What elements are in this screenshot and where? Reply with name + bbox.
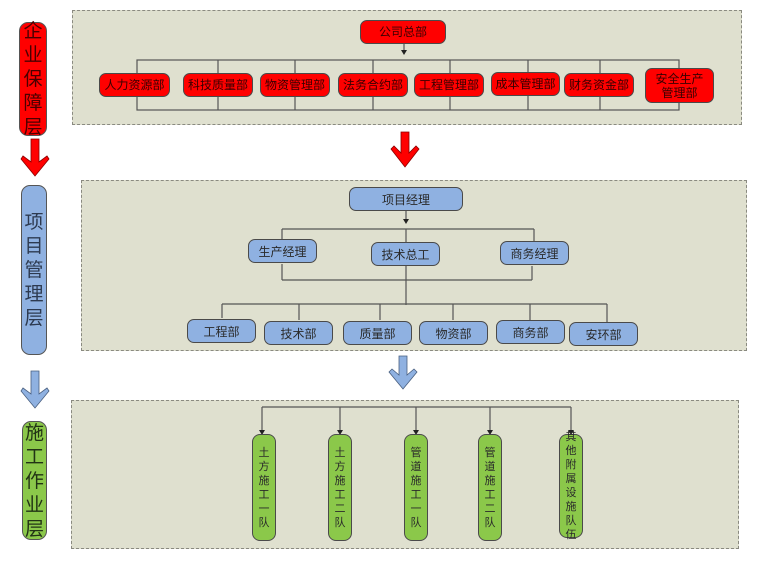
team-label-char: 队 [565, 514, 577, 527]
blue-down-arrow-icon [20, 370, 50, 409]
team-label-char: 土 [258, 445, 270, 459]
team-label-char: 队 [410, 515, 422, 529]
layer-label-project: 项目管理层 [21, 185, 47, 355]
team-label-char: 其 [565, 430, 577, 443]
node-project-dept: 物资部 [419, 321, 488, 345]
layer-label-construction: 施工作业层 [22, 421, 47, 540]
node-enterprise-dept: 人力资源部 [99, 73, 170, 97]
team-label-char: 二 [484, 501, 496, 515]
node-construction-team: 管道施工二队 [478, 434, 502, 541]
team-label-char: 一 [258, 501, 270, 515]
layer-label-char: 业 [24, 493, 44, 516]
node-construction-team: 管道施工一队 [404, 434, 428, 541]
team-label-char: 方 [258, 459, 270, 473]
team-label-char: 管 [484, 445, 496, 459]
team-label-char: 队 [258, 515, 270, 529]
team-label-char: 一 [410, 501, 422, 515]
team-label-char: 施 [410, 473, 422, 487]
red-down-arrow-icon [20, 138, 50, 177]
team-label-char: 他 [565, 444, 577, 457]
layer-label-char: 目 [24, 235, 44, 257]
layer-label-enterprise: 企业保障层 [19, 20, 47, 138]
team-label-char: 施 [484, 473, 496, 487]
team-label-char: 二 [334, 501, 346, 515]
node-enterprise-dept: 工程管理部 [414, 73, 484, 97]
team-label-char: 伍 [565, 528, 577, 541]
layer-label-char: 层 [23, 116, 43, 138]
team-label-char: 工 [334, 487, 346, 501]
layer-label-char: 业 [23, 44, 43, 66]
team-label-char: 附 [565, 458, 577, 471]
node-manager: 生产经理 [248, 239, 317, 263]
node-enterprise-dept: 成本管理部 [491, 72, 560, 96]
node-project-dept: 技术部 [264, 321, 333, 345]
node-company-hq: 公司总部 [360, 20, 446, 44]
node-manager: 商务经理 [500, 241, 569, 265]
red-down-arrow-icon [390, 131, 420, 168]
node-construction-team: 土方施工二队 [328, 434, 352, 541]
node-project-dept: 质量部 [343, 321, 412, 345]
node-project-dept: 工程部 [187, 319, 256, 343]
team-label-char: 队 [484, 515, 496, 529]
team-label-char: 设 [565, 486, 577, 499]
node-manager: 技术总工 [371, 242, 440, 266]
layer-label-char: 工 [24, 445, 44, 468]
team-label-char: 道 [484, 459, 496, 473]
team-label-char: 队 [334, 515, 346, 529]
layer-label-char: 作 [24, 469, 44, 492]
team-label-char: 施 [565, 500, 577, 513]
node-construction-team: 其他附属设施队伍 [559, 430, 583, 541]
layer-label-char: 施 [24, 421, 44, 444]
layer-label-char: 企 [23, 20, 43, 42]
layer-label-char: 管 [24, 259, 44, 281]
team-label-char: 土 [334, 445, 346, 459]
node-enterprise-dept: 物资管理部 [260, 73, 330, 97]
team-label-char: 方 [334, 459, 346, 473]
layer-label-char: 层 [24, 517, 44, 540]
team-label-char: 工 [410, 487, 422, 501]
layer-label-char: 理 [24, 283, 44, 305]
node-enterprise-dept: 科技质量部 [183, 73, 253, 97]
node-enterprise-dept: 财务资金部 [564, 73, 634, 97]
node-project-dept: 安环部 [569, 322, 638, 346]
team-label-char: 工 [258, 487, 270, 501]
node-enterprise-dept: 安全生产管理部 [645, 68, 714, 103]
layer-label-char: 保 [23, 68, 43, 90]
team-label-char: 管 [410, 445, 422, 459]
team-label-char: 属 [565, 472, 577, 485]
layer-label-char: 项 [24, 211, 44, 233]
blue-down-arrow-icon [388, 355, 418, 390]
layer-label-char: 障 [23, 92, 43, 114]
team-label-char: 施 [334, 473, 346, 487]
layer-label-char: 层 [24, 307, 44, 329]
team-label-char: 工 [484, 487, 496, 501]
node-project-dept: 商务部 [496, 320, 565, 344]
node-construction-team: 土方施工一队 [252, 434, 276, 541]
node-enterprise-dept: 法务合约部 [338, 73, 408, 97]
team-label-char: 道 [410, 459, 422, 473]
team-label-char: 施 [258, 473, 270, 487]
node-project-manager: 项目经理 [349, 187, 463, 211]
